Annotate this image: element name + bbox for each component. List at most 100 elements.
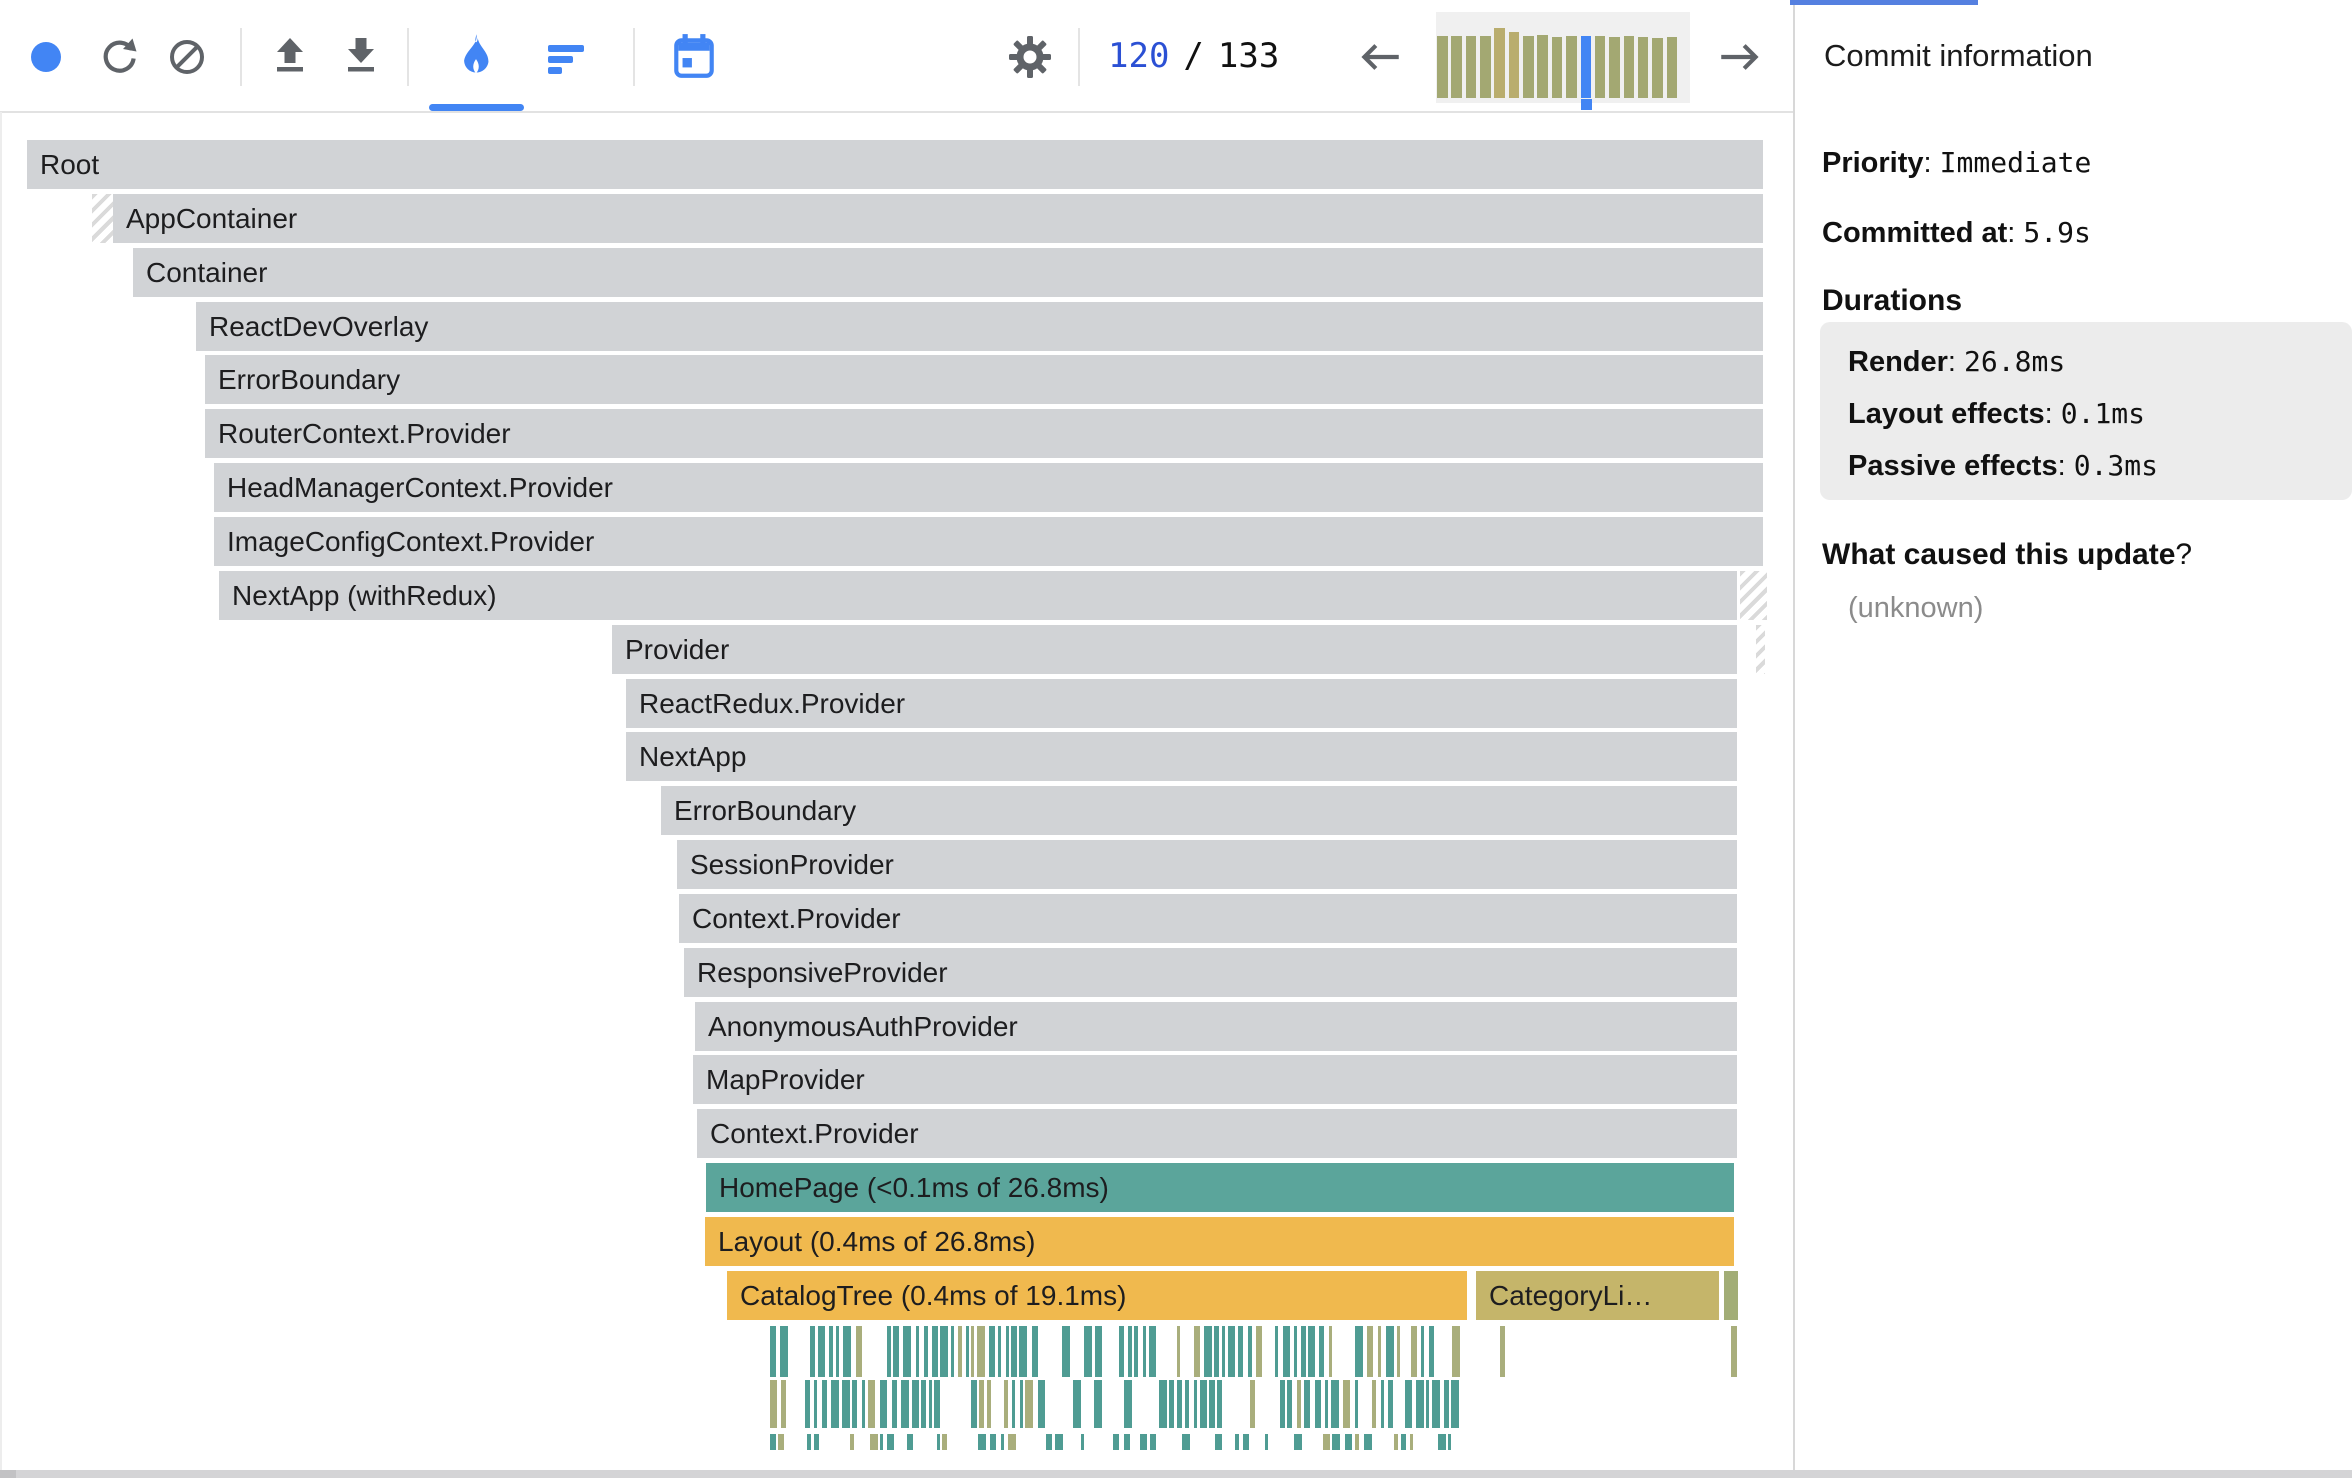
- flame-micro-bar[interactable]: [1177, 1326, 1180, 1377]
- flame-micro-bar[interactable]: [1134, 1326, 1138, 1377]
- flame-micro-bar[interactable]: [1426, 1380, 1429, 1428]
- flame-micro-bar[interactable]: [1020, 1380, 1023, 1428]
- flame-micro-bar[interactable]: [921, 1380, 926, 1428]
- flame-micro-bar[interactable]: [1429, 1326, 1434, 1377]
- flame-micro-bar[interactable]: [1094, 1380, 1102, 1428]
- flame-micro-bar[interactable]: [1283, 1326, 1290, 1377]
- flame-micro-bar[interactable]: [1331, 1380, 1339, 1428]
- flame-micro-bar[interactable]: [1378, 1326, 1381, 1377]
- next-commit-button[interactable]: [1712, 29, 1768, 85]
- flame-micro-bar[interactable]: [805, 1380, 810, 1428]
- flame-micro-bar[interactable]: [1073, 1380, 1081, 1428]
- flame-micro-bar[interactable]: [1319, 1326, 1324, 1377]
- flame-micro-bar[interactable]: [1235, 1434, 1239, 1450]
- flame-micro-bar[interactable]: [1055, 1434, 1063, 1450]
- flame-bar[interactable]: Context.Provider: [679, 893, 1737, 943]
- flame-micro-bar[interactable]: [958, 1326, 962, 1377]
- flame-micro-bar[interactable]: [1381, 1380, 1384, 1428]
- flame-micro-bar[interactable]: [1095, 1326, 1102, 1377]
- flame-micro-bar[interactable]: [829, 1326, 833, 1377]
- flame-micro-bar[interactable]: [1416, 1380, 1424, 1428]
- flame-micro-bar[interactable]: [780, 1326, 788, 1377]
- flame-bar[interactable]: ErrorBoundary: [205, 355, 1763, 405]
- commit-bar[interactable]: [1637, 37, 1649, 98]
- flame-micro-bar[interactable]: [1315, 1380, 1321, 1428]
- flame-micro-bar[interactable]: [887, 1434, 894, 1450]
- flame-micro-bar[interactable]: [924, 1326, 928, 1377]
- flame-micro-bar[interactable]: [836, 1326, 839, 1377]
- flame-micro-bar[interactable]: [1228, 1326, 1235, 1377]
- flame-micro-bar[interactable]: [1438, 1434, 1446, 1450]
- flame-bar[interactable]: ErrorBoundary: [661, 786, 1737, 836]
- commit-selector-histogram[interactable]: [1436, 12, 1690, 110]
- flame-micro-bar[interactable]: [1448, 1434, 1451, 1450]
- flame-micro-bar[interactable]: [912, 1380, 919, 1428]
- tab-flamegraph[interactable]: [448, 29, 504, 85]
- flame-micro-bar[interactable]: [818, 1326, 825, 1377]
- flame-micro-bar[interactable]: [971, 1326, 974, 1377]
- flame-micro-bar[interactable]: [1256, 1326, 1262, 1377]
- flame-micro-bar[interactable]: [979, 1380, 984, 1428]
- record-button[interactable]: [18, 29, 74, 85]
- flame-micro-bar[interactable]: [907, 1434, 913, 1450]
- flame-micro-bar[interactable]: [1500, 1326, 1505, 1377]
- commit-bar[interactable]: [1551, 37, 1563, 98]
- flame-micro-bar[interactable]: [770, 1434, 776, 1450]
- flame-micro-bar[interactable]: [901, 1380, 909, 1428]
- flame-micro-bar[interactable]: [1177, 1380, 1182, 1428]
- flame-micro-bar[interactable]: [1364, 1434, 1372, 1450]
- previous-commit-button[interactable]: [1352, 29, 1408, 85]
- flame-micro-bar[interactable]: [1194, 1326, 1200, 1377]
- flame-micro-bar[interactable]: [1001, 1434, 1004, 1450]
- flame-micro-bar[interactable]: [810, 1326, 815, 1377]
- flame-micro-bar[interactable]: [814, 1380, 817, 1428]
- flame-micro-bar[interactable]: [1386, 1326, 1394, 1377]
- clear-profiling-button[interactable]: [159, 29, 215, 85]
- commit-bar[interactable]: [1437, 36, 1448, 98]
- flame-micro-bar[interactable]: [1025, 1380, 1033, 1428]
- flame-micro-bar[interactable]: [1004, 1380, 1008, 1428]
- flame-micro-bar[interactable]: [893, 1326, 899, 1377]
- flame-bar[interactable]: RouterContext.Provider: [205, 409, 1763, 459]
- flame-micro-bar[interactable]: [852, 1380, 857, 1428]
- flame-micro-bar[interactable]: [1113, 1434, 1119, 1450]
- flame-micro-bar[interactable]: [1372, 1380, 1376, 1428]
- flame-micro-bar[interactable]: [1124, 1434, 1130, 1450]
- flame-micro-bar[interactable]: [1411, 1326, 1417, 1377]
- flame-bar[interactable]: Provider: [612, 624, 1737, 674]
- commit-bar[interactable]: [1594, 36, 1606, 98]
- flame-micro-bar[interactable]: [1394, 1434, 1398, 1450]
- flame-micro-bar[interactable]: [1325, 1380, 1328, 1428]
- flame-micro-bar[interactable]: [1355, 1434, 1359, 1450]
- flame-bar[interactable]: MapProvider: [693, 1055, 1737, 1105]
- commit-bar[interactable]: [1465, 36, 1477, 98]
- flame-micro-bar[interactable]: [1204, 1326, 1212, 1377]
- flame-micro-bar[interactable]: [998, 1326, 1001, 1377]
- flame-bar[interactable]: SessionProvider: [677, 840, 1737, 890]
- flame-micro-bar[interactable]: [1248, 1326, 1252, 1377]
- flame-micro-bar[interactable]: [887, 1326, 891, 1377]
- flame-micro-bar[interactable]: [778, 1434, 784, 1450]
- flame-micro-bar[interactable]: [822, 1380, 827, 1428]
- reload-and-profile-button[interactable]: [91, 29, 147, 85]
- flame-micro-bar[interactable]: [1143, 1326, 1146, 1377]
- flame-micro-bar[interactable]: [1294, 1434, 1302, 1450]
- flame-micro-bar[interactable]: [1200, 1380, 1207, 1428]
- flame-micro-bar[interactable]: [1308, 1326, 1315, 1377]
- flame-micro-bar[interactable]: [1280, 1380, 1285, 1428]
- flame-micro-bar[interactable]: [951, 1326, 954, 1377]
- flame-bar[interactable]: HomePage (<0.1ms of 26.8ms): [706, 1163, 1734, 1213]
- flame-micro-bar[interactable]: [1169, 1380, 1174, 1428]
- flame-bar[interactable]: NextApp (withRedux): [219, 570, 1737, 620]
- flame-micro-bar[interactable]: [934, 1380, 940, 1428]
- flame-micro-bar[interactable]: [1128, 1326, 1132, 1377]
- flame-micro-bar[interactable]: [1323, 1434, 1330, 1450]
- flame-bar[interactable]: AnonymousAuthProvider: [695, 1001, 1737, 1051]
- flame-micro-bar[interactable]: [1222, 1326, 1225, 1377]
- flame-micro-bar[interactable]: [781, 1380, 786, 1428]
- flame-micro-bar[interactable]: [1301, 1326, 1306, 1377]
- tab-timeline[interactable]: [666, 29, 722, 85]
- flame-micro-bar[interactable]: [989, 1326, 995, 1377]
- flame-micro-bar[interactable]: [868, 1380, 875, 1428]
- flame-micro-bar[interactable]: [1388, 1380, 1393, 1428]
